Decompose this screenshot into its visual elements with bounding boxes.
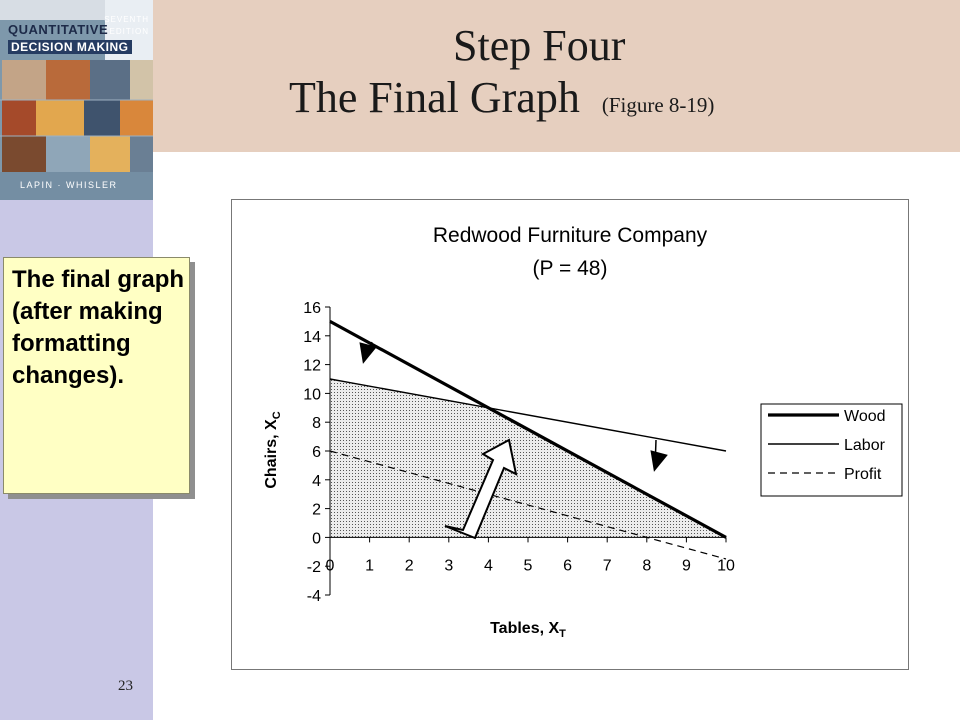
x-tick-label: 10 <box>717 557 735 574</box>
x-tick-label: 1 <box>365 557 374 574</box>
series-line-wood <box>329 319 727 539</box>
cover-title-line2: DECISION MAKING <box>8 40 132 54</box>
y-tick-label: -4 <box>307 588 321 605</box>
page-number: 23 <box>118 678 133 694</box>
y-tick-label: 0 <box>312 530 321 547</box>
x-tick-label: 8 <box>642 557 651 574</box>
x-tick-label: 3 <box>444 557 453 574</box>
x-axis-label-subscript: T <box>559 628 566 640</box>
x-tick-label: 0 <box>326 557 335 574</box>
cover-authors: LAPIN · WHISLER <box>20 180 118 190</box>
y-tick-label: 14 <box>303 329 321 346</box>
callout-box: The final graph (after making formatting… <box>3 257 190 494</box>
x-tick-label: 4 <box>484 557 493 574</box>
y-axis-label-subscript: C <box>271 411 283 419</box>
feasible-region <box>330 379 726 538</box>
slide-title-line2-row: The Final Graph (Figure 8-19) <box>289 72 714 124</box>
y-tick-label: 6 <box>312 444 321 461</box>
labor-feasible-arrow-head <box>650 450 668 472</box>
title-band <box>153 0 960 152</box>
y-tick-label: 12 <box>303 358 321 375</box>
slide-title-line1: Step Four <box>453 21 626 70</box>
x-tick-label: 6 <box>563 557 572 574</box>
chart-subtitle: (P = 48) <box>533 257 608 280</box>
y-tick-label: 10 <box>303 386 321 403</box>
chart: Redwood Furniture Company (P = 48) -4 -2 0 2 4… <box>263 224 903 640</box>
y-tick-label: 16 <box>303 300 321 317</box>
legend-label-wood: Wood <box>844 408 886 425</box>
series-line-labor <box>329 378 727 452</box>
legend-label-profit: Profit <box>844 466 882 483</box>
chart-frame: Redwood Furniture Company (P = 48) -4 -2 0 2 4… <box>231 199 909 670</box>
legend-box <box>760 403 903 497</box>
slide-title-line2: The Final Graph <box>289 73 580 122</box>
figure-reference: (Figure 8-19) <box>601 93 715 117</box>
y-tick-label: -2 <box>307 559 321 576</box>
x-axis-label: Tables, XT <box>490 620 566 640</box>
x-tick-label: 5 <box>524 557 533 574</box>
series-line-profit <box>329 450 727 560</box>
x-tick-label: 9 <box>682 557 691 574</box>
wood-feasible-arrow-head <box>359 342 377 364</box>
x-tick-label: 7 <box>603 557 612 574</box>
callout-text: The final graph (after making formatting… <box>12 266 185 389</box>
chart-title: Redwood Furniture Company <box>433 224 708 247</box>
x-tick-label: 2 <box>405 557 414 574</box>
cover-title-line1: QUANTITATIVE <box>8 22 109 37</box>
y-tick-label: 4 <box>312 473 321 490</box>
profit-direction-arrow <box>444 438 518 540</box>
legend-label-labor: Labor <box>844 437 886 454</box>
cover-edition: SEVENTH EDITION <box>104 15 149 36</box>
y-tick-label: 8 <box>312 415 321 432</box>
y-axis-label: Chairs, XC <box>263 411 283 488</box>
y-tick-label: 2 <box>312 502 321 519</box>
book-cover-image: QUANTITATIVE DECISION MAKING SEVENTH EDI… <box>0 0 153 200</box>
